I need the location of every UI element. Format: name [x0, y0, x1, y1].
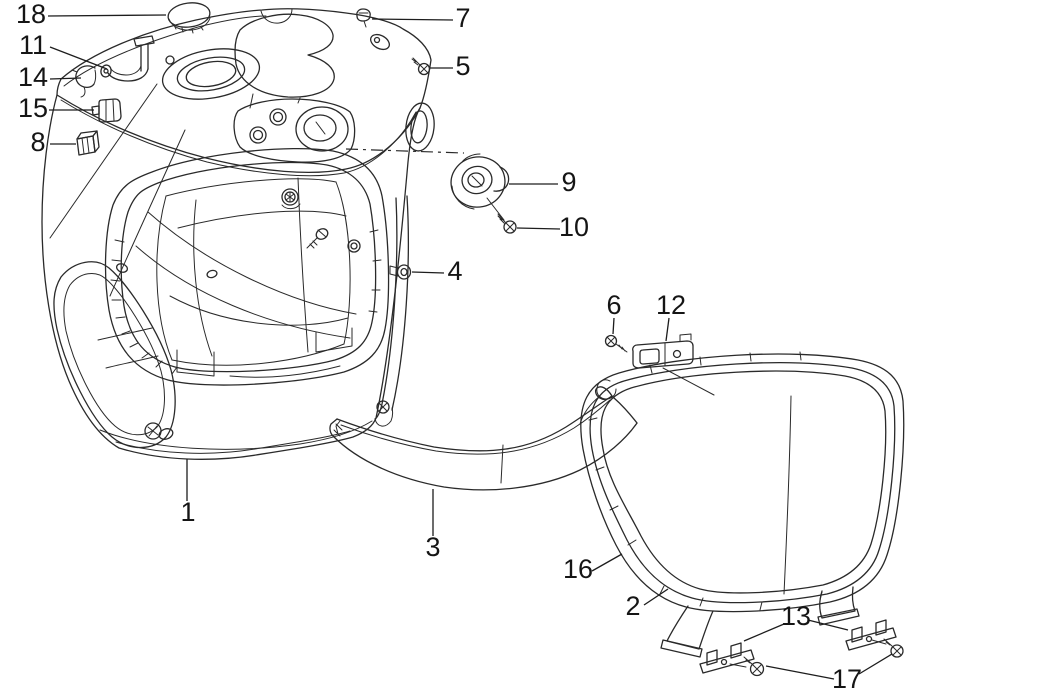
callout-number-6: 6	[606, 290, 621, 320]
part-13-hinge-brackets	[699, 619, 897, 674]
callout-number-13: 13	[781, 601, 811, 631]
callout-leader-10	[516, 227, 561, 230]
part-16-door-seal	[580, 351, 905, 613]
part-18-cover-disc	[167, 2, 211, 34]
part-12-latch-catch	[632, 333, 715, 396]
part-4-screw	[389, 264, 412, 280]
callout-number-7: 7	[455, 3, 470, 33]
part-14-hook	[71, 65, 97, 98]
callout-leader-13	[743, 623, 785, 642]
part-6-latch-screw	[604, 334, 628, 353]
callout-number-14: 14	[18, 62, 48, 92]
callout-leader-12	[665, 317, 670, 342]
part-8-block	[76, 130, 100, 156]
part-9-lock-ring	[450, 153, 510, 221]
part-17-bracket-screws	[743, 638, 904, 677]
callout-leader-13	[807, 619, 849, 631]
part-7-clip	[356, 8, 371, 28]
callout-leader-18	[47, 14, 167, 17]
callout-number-9: 9	[561, 167, 576, 197]
callout-number-17: 17	[832, 664, 862, 691]
part-1-front-shield-body	[41, 8, 435, 460]
callout-number-3: 3	[425, 532, 440, 562]
callout-leader-7	[371, 18, 454, 21]
reference-line-1	[345, 148, 465, 154]
callout-leader-17	[858, 653, 893, 675]
callout-number-16: 16	[563, 554, 593, 584]
callout-leader-14	[49, 77, 82, 80]
part-3-lower-tray	[329, 386, 638, 491]
callout-leader-11	[49, 46, 108, 70]
callout-number-2: 2	[625, 591, 640, 621]
part-2-glove-box-door	[579, 370, 887, 658]
part-15-plug	[91, 98, 122, 123]
callout-number-11: 11	[19, 30, 47, 60]
callout-number-8: 8	[30, 127, 45, 157]
callout-leader-16	[591, 553, 623, 572]
part-10-lock-screw	[497, 213, 517, 234]
callout-number-4: 4	[447, 256, 462, 286]
callout-leader-2	[643, 588, 669, 606]
callout-number-15: 15	[18, 93, 48, 123]
callout-leader-4	[411, 271, 445, 274]
callout-leader-6	[612, 317, 615, 335]
callout-number-12: 12	[656, 290, 686, 320]
callout-leader-17	[765, 665, 835, 680]
callout-number-10: 10	[559, 212, 589, 242]
callout-number-1: 1	[180, 497, 195, 527]
part-5-screw	[411, 57, 431, 76]
callout-number-18: 18	[16, 0, 46, 29]
part-11-bracket	[100, 35, 155, 82]
callout-number-5: 5	[455, 51, 470, 81]
